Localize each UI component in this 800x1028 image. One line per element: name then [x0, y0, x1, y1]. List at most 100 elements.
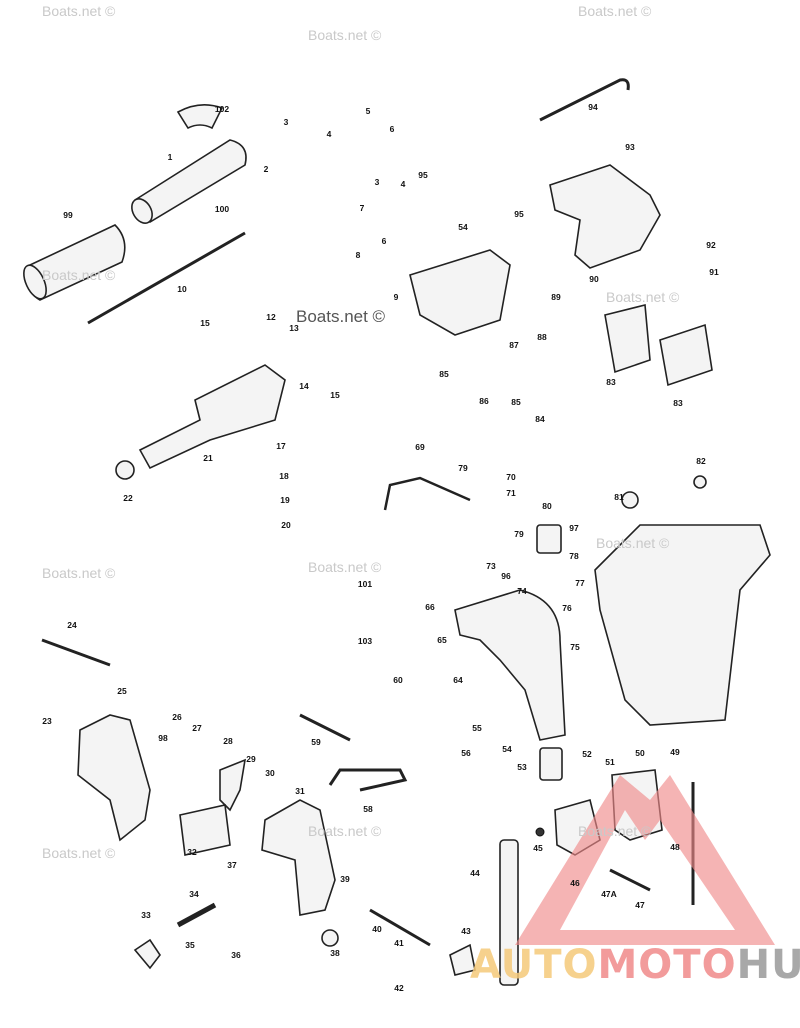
part-label-36: 36	[231, 950, 241, 960]
part-label-71: 71	[506, 488, 516, 498]
part-label-25: 25	[117, 686, 127, 696]
boats-net-watermark: Boats.net ©	[296, 307, 386, 326]
tiller-tube-part	[131, 139, 247, 224]
steering-tube-part	[499, 839, 519, 986]
part-label-48: 48	[670, 842, 680, 852]
boats-net-watermark: Boats.net ©	[606, 289, 680, 305]
part-label-26: 26	[172, 712, 182, 722]
part-label-73: 73	[486, 561, 496, 571]
part-label-27: 27	[192, 723, 202, 733]
part-label-29: 29	[246, 754, 256, 764]
part-label-8: 8	[356, 250, 361, 260]
part-label-21: 21	[203, 453, 213, 463]
part-label-23: 23	[42, 716, 52, 726]
part-label-24: 24	[67, 620, 77, 630]
boats-net-watermark: Boats.net ©	[578, 823, 652, 839]
part-label-49: 49	[670, 747, 680, 757]
boats-net-watermark: Boats.net ©	[308, 823, 382, 839]
part-label-70: 70	[506, 472, 516, 482]
nut-part	[535, 827, 545, 837]
exhaust-housing-part	[594, 524, 771, 726]
part-label-89: 89	[551, 292, 561, 302]
tilt-handle-part	[328, 768, 408, 792]
part-label-18: 18	[279, 471, 289, 481]
part-label-46: 46	[570, 878, 580, 888]
part-label-4: 4	[401, 179, 406, 189]
part-label-84: 84	[535, 414, 545, 424]
part-label-86: 86	[479, 396, 489, 406]
part-label-83: 83	[673, 398, 683, 408]
part-label-103: 103	[358, 636, 372, 646]
logo-triangle	[515, 775, 775, 945]
part-label-97: 97	[569, 523, 579, 533]
part-label-10: 10	[177, 284, 187, 294]
part-label-42: 42	[394, 983, 404, 993]
part-label-76: 76	[562, 603, 572, 613]
part-label-14: 14	[299, 381, 309, 391]
part-label-75: 75	[570, 642, 580, 652]
part-label-81: 81	[614, 492, 624, 502]
bolt-47-part	[609, 868, 651, 892]
part-label-92: 92	[706, 240, 716, 250]
part-label-47A: 47A	[601, 889, 617, 899]
part-label-53: 53	[517, 762, 527, 772]
boats-net-watermark: Boats.net ©	[308, 559, 382, 575]
part-label-50: 50	[635, 748, 645, 758]
part-label-94: 94	[588, 102, 598, 112]
part-label-59: 59	[311, 737, 321, 747]
part-label-64: 64	[453, 675, 463, 685]
part-label-54: 54	[458, 222, 468, 232]
part-label-47: 47	[635, 900, 645, 910]
part-label-1: 1	[168, 152, 173, 162]
part-label-44: 44	[470, 868, 480, 878]
part-label-4: 4	[327, 129, 332, 139]
part-label-93: 93	[625, 142, 635, 152]
part-label-28: 28	[223, 736, 233, 746]
part-label-98: 98	[158, 733, 168, 743]
part-label-55: 55	[472, 723, 482, 733]
part-label-79: 79	[514, 529, 524, 539]
plug-part	[693, 475, 707, 489]
stern-bracket-left-part	[77, 714, 151, 842]
part-label-91: 91	[709, 267, 719, 277]
part-label-19: 19	[280, 495, 290, 505]
part-label-96: 96	[501, 571, 511, 581]
part-label-31: 31	[295, 786, 305, 796]
plate-part	[449, 943, 476, 976]
swivel-bracket-part	[454, 589, 566, 741]
part-label-100: 100	[215, 204, 229, 214]
part-label-66: 66	[425, 602, 435, 612]
part-label-12: 12	[266, 312, 276, 322]
cover-right-part	[659, 323, 713, 387]
spring-part	[176, 902, 217, 928]
tilt-lever-part	[219, 758, 247, 812]
part-label-3: 3	[375, 177, 380, 187]
steering-link-part	[539, 78, 630, 122]
sleeve-part	[176, 104, 224, 130]
part-label-79: 79	[458, 463, 468, 473]
grommet-part	[621, 491, 639, 509]
part-label-15: 15	[330, 390, 340, 400]
part-label-22: 22	[123, 493, 133, 503]
part-label-60: 60	[393, 675, 403, 685]
part-label-43: 43	[461, 926, 471, 936]
bolt-part	[41, 638, 111, 667]
part-label-41: 41	[394, 938, 404, 948]
part-label-77: 77	[575, 578, 585, 588]
steering-bracket-part	[549, 164, 661, 269]
part-label-85: 85	[511, 397, 521, 407]
part-label-40: 40	[372, 924, 382, 934]
seal-ring-part	[115, 460, 135, 480]
part-label-65: 65	[437, 635, 447, 645]
boats-net-watermark: Boats.net ©	[596, 535, 670, 551]
part-label-82: 82	[696, 456, 706, 466]
boats-net-watermark: Boats.net ©	[578, 3, 652, 19]
tilt-rod-part	[299, 713, 351, 742]
block-part	[179, 804, 231, 856]
part-label-2: 2	[264, 164, 269, 174]
part-label-58: 58	[363, 804, 373, 814]
boats-net-watermark: Boats.net ©	[42, 3, 116, 19]
